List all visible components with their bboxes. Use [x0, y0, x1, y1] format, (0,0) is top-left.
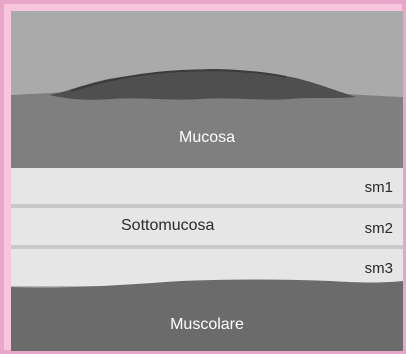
label-sm3: sm3 — [365, 260, 393, 277]
label-sottomucosa: Sottomucosa — [121, 217, 214, 235]
label-sm2: sm2 — [365, 220, 393, 237]
label-sm1: sm1 — [365, 179, 393, 196]
label-mucosa: Mucosa — [11, 129, 403, 147]
layers-svg — [11, 11, 403, 351]
tissue-layers-diagram: Mucosa sm1 Sottomucosa sm2 sm3 Muscolare — [11, 11, 403, 351]
label-muscolare: Muscolare — [11, 316, 403, 334]
